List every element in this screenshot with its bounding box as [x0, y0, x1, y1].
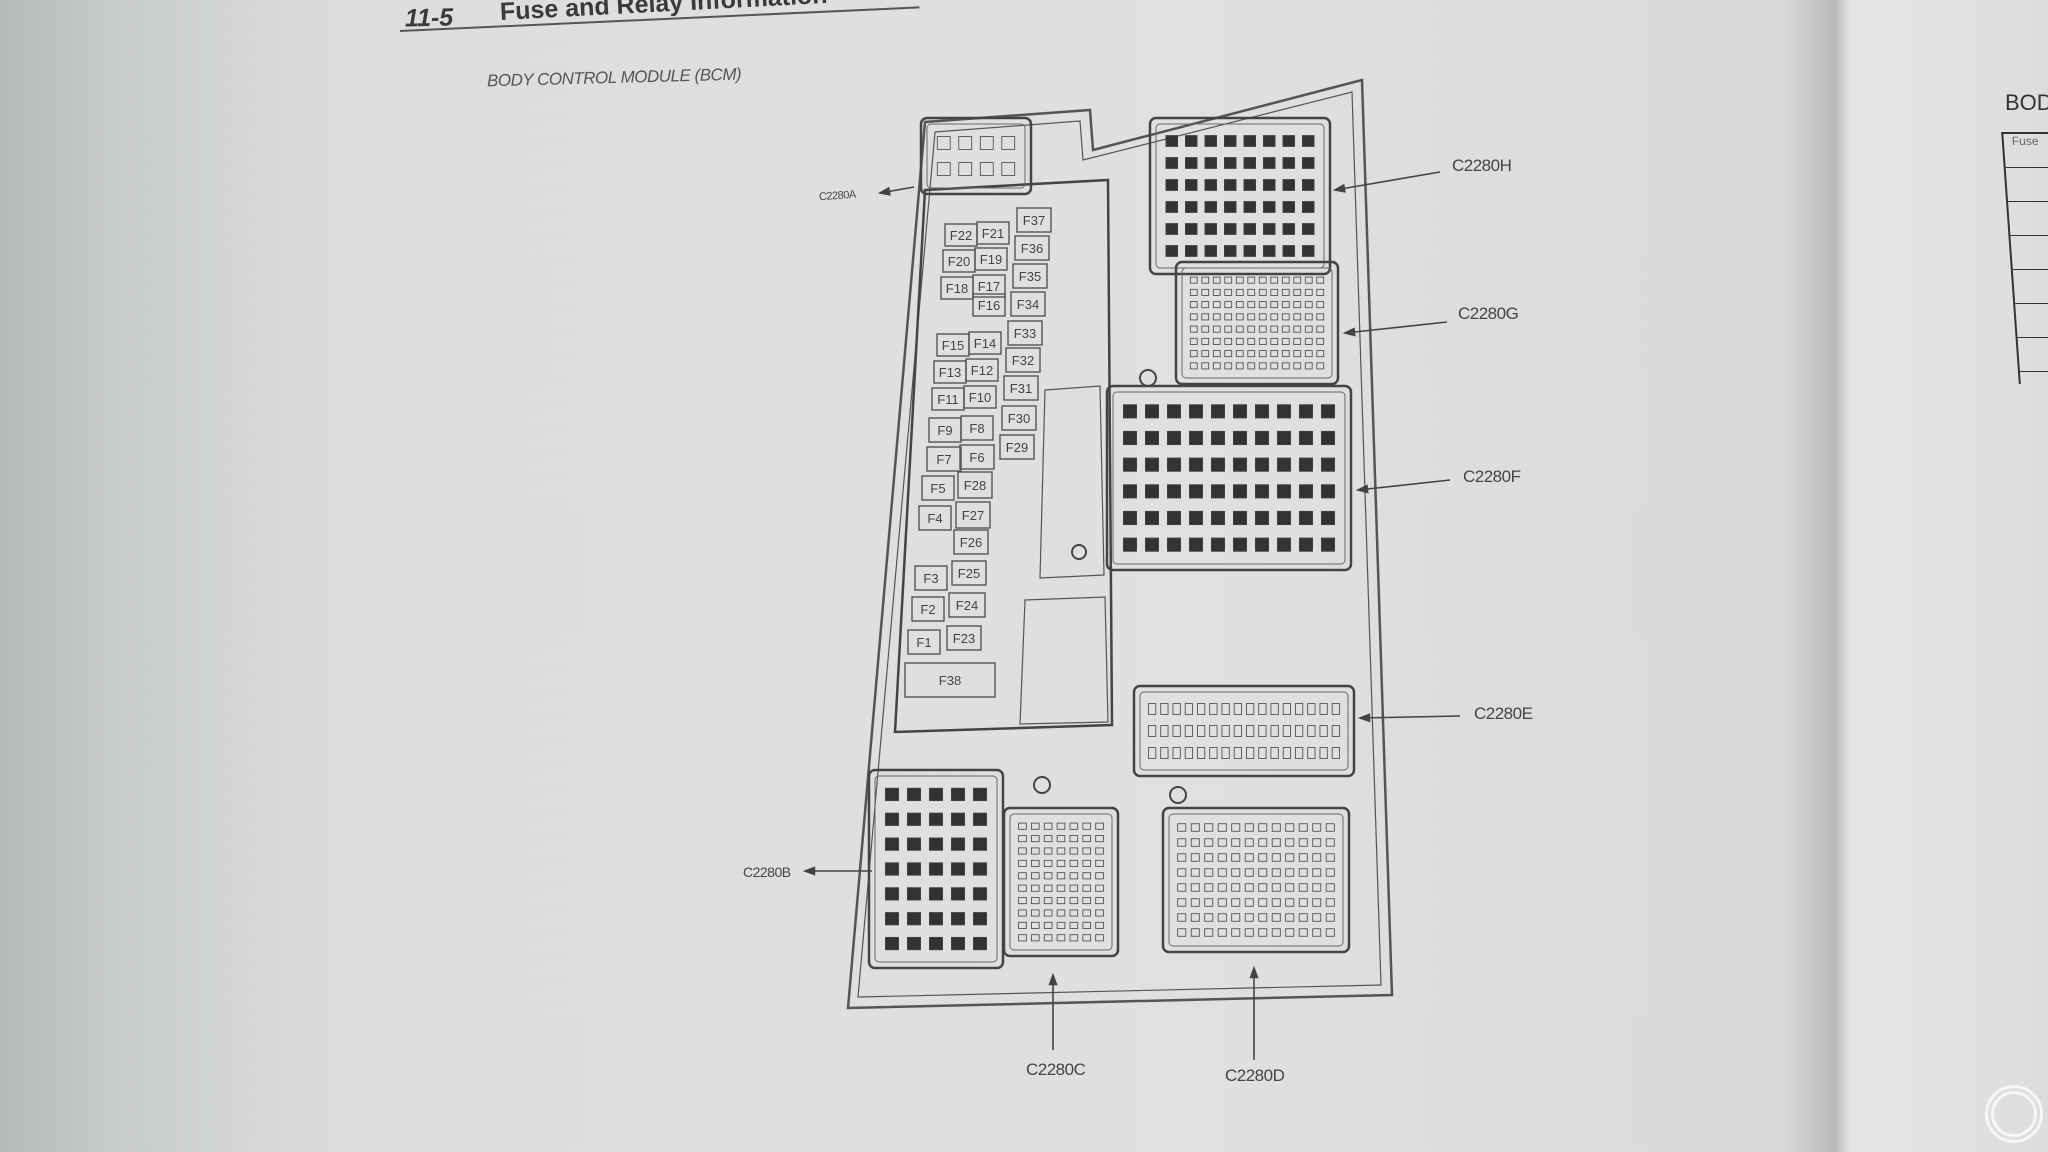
fuse-label: F32 — [1012, 353, 1034, 368]
fuse-f29 — [999, 434, 1035, 460]
fuse-f37 — [1016, 207, 1052, 233]
right-page-heading: BOD — [2005, 90, 2048, 115]
fuse-f27 — [955, 501, 991, 529]
fuse-label: F4 — [927, 511, 942, 526]
connector-label-c2280h: C2280H — [1452, 156, 1512, 175]
connector-c2280c — [1002, 806, 1120, 958]
connector-c2280d — [1161, 806, 1351, 954]
connector-c2280b — [867, 768, 1005, 970]
fuse-label: F36 — [1021, 241, 1043, 256]
fuse-f36 — [1014, 235, 1050, 261]
fuse-label: F20 — [948, 254, 970, 269]
fuse-label: F14 — [974, 336, 996, 351]
fuse-label: F1 — [916, 635, 931, 650]
connector-label-c2280a: C2280A — [818, 188, 857, 204]
fuse-label: F2 — [920, 602, 935, 617]
fuse-f5 — [921, 475, 955, 501]
fuse-f31 — [1003, 375, 1039, 401]
fuse-label: F6 — [969, 450, 984, 465]
fuse-label: F13 — [939, 365, 961, 380]
fuse-label: F23 — [953, 631, 975, 646]
fuse-label: F19 — [980, 252, 1002, 267]
fuse-f32 — [1005, 347, 1041, 373]
fuse-label: F24 — [956, 598, 978, 613]
fuse-f14 — [968, 331, 1002, 355]
fuse-label: F37 — [1023, 213, 1045, 228]
leader-arrow — [1332, 171, 1441, 193]
connector-label-c2280b: C2280B — [743, 864, 791, 880]
leader-arrow — [1355, 479, 1451, 494]
fuse-f3 — [914, 565, 948, 591]
fuse-f24 — [948, 592, 986, 618]
fuse-label: F29 — [1006, 440, 1028, 455]
fuse-f12 — [965, 358, 999, 382]
fuse-label: F38 — [939, 673, 961, 688]
fuse-label: F35 — [1019, 269, 1041, 284]
fuse-f38 — [904, 662, 996, 698]
fuse-label: F17 — [978, 279, 1000, 294]
fuse-f21 — [976, 221, 1010, 245]
connector-label-c2280c: C2280C — [1026, 1060, 1086, 1079]
fuse-f34 — [1010, 291, 1046, 317]
fuse-f25 — [951, 560, 987, 586]
leader-arrow — [877, 186, 915, 196]
fuse-f17 — [972, 274, 1006, 298]
connector-c2280g — [1174, 260, 1340, 386]
fuse-label: F26 — [960, 535, 982, 550]
watermark-logo — [1985, 1085, 2043, 1143]
connector-label-c2280d: C2280D — [1225, 1066, 1285, 1085]
leader-arrow — [1342, 321, 1448, 337]
fuse-label: F33 — [1014, 326, 1036, 341]
connector-c2280h — [1148, 116, 1332, 276]
connector-c2280f — [1105, 384, 1353, 572]
fuse-f35 — [1012, 263, 1048, 289]
fuse-f8 — [960, 415, 994, 441]
fuse-label: F22 — [950, 228, 972, 243]
fuse-f23 — [946, 625, 982, 651]
leader-arrow — [1048, 972, 1058, 1050]
connector-label-c2280g: C2280G — [1458, 304, 1519, 323]
page-shadow — [0, 0, 300, 1152]
fuse-f28 — [957, 471, 993, 499]
module-outline — [846, 78, 1394, 1010]
fuse-label: F25 — [958, 566, 980, 581]
fuse-f19 — [974, 247, 1008, 271]
fuse-label: F18 — [946, 281, 968, 296]
fuse-f1 — [907, 629, 941, 655]
fuse-label: F16 — [978, 298, 1000, 313]
fuse-label: F34 — [1017, 297, 1039, 312]
fuse-f7 — [926, 446, 962, 472]
connector-label-c2280f: C2280F — [1463, 467, 1521, 486]
fuse-label: F5 — [930, 481, 945, 496]
fuse-f26 — [953, 529, 989, 555]
fuse-label: F11 — [937, 392, 958, 407]
fuse-label: F31 — [1010, 381, 1032, 396]
fuse-f33 — [1007, 320, 1043, 346]
fuse-f2 — [911, 596, 945, 622]
fuse-label: F12 — [971, 363, 993, 378]
fuse-label: F15 — [942, 338, 964, 353]
fuse-f4 — [918, 505, 952, 531]
leader-arrow — [1357, 713, 1461, 723]
fuse-f10 — [963, 385, 997, 409]
fuse-label: F10 — [969, 390, 991, 405]
fuse-label: F8 — [969, 421, 984, 436]
leader-arrow — [802, 866, 872, 876]
connector-c2280a — [919, 116, 1033, 196]
connector-c2280e — [1132, 684, 1356, 778]
fuse-label: F30 — [1008, 411, 1030, 426]
fuse-label: F27 — [962, 508, 984, 523]
fuse-f16 — [972, 293, 1006, 317]
fuse-label: F9 — [937, 423, 952, 438]
fuse-f6 — [959, 444, 995, 470]
fuse-label: F7 — [936, 452, 951, 467]
leader-arrow — [1249, 965, 1259, 1060]
fuse-label: F3 — [923, 571, 938, 586]
fuse-label: F28 — [964, 478, 986, 493]
fuse-f30 — [1001, 405, 1037, 431]
fuse-label: F21 — [982, 226, 1004, 241]
connector-label-c2280e: C2280E — [1474, 704, 1533, 723]
